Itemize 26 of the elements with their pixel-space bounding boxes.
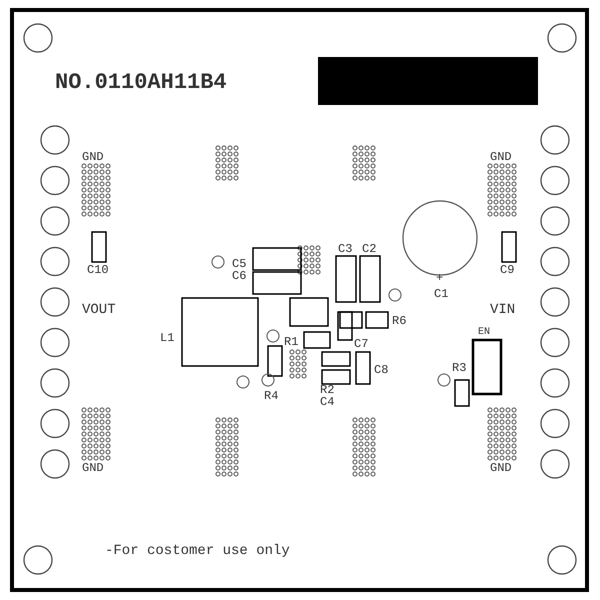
component-label: C4 <box>320 396 334 408</box>
component-label: L1 <box>160 332 174 344</box>
component-label: R2 <box>320 384 334 396</box>
note: -For costomer use only <box>105 544 290 558</box>
component-label: C9 <box>500 264 514 276</box>
component-label: C8 <box>374 364 388 376</box>
component-label: R4 <box>264 390 278 402</box>
pin-label: GND <box>82 462 104 474</box>
component-label: C1 <box>434 288 448 300</box>
pin-label: VIN <box>490 303 516 317</box>
pin-label: GND <box>490 151 512 163</box>
component-label: R3 <box>452 362 466 374</box>
component-label: R6 <box>392 315 406 327</box>
pin-label: EN <box>478 328 490 338</box>
component-label: C6 <box>232 270 246 282</box>
component-label: C7 <box>354 338 368 350</box>
polarity-mark: + <box>436 272 444 284</box>
pin-label: GND <box>82 151 104 163</box>
pin-label: GND <box>490 462 512 474</box>
board-number: NO.0110AH11B4 <box>55 72 227 94</box>
component-label: R1 <box>284 336 298 348</box>
component-label: C2 <box>362 243 376 255</box>
component-label: C5 <box>232 258 246 270</box>
component-label: C3 <box>338 243 352 255</box>
component-label: C10 <box>87 264 109 276</box>
pin-label: VOUT <box>82 303 116 317</box>
